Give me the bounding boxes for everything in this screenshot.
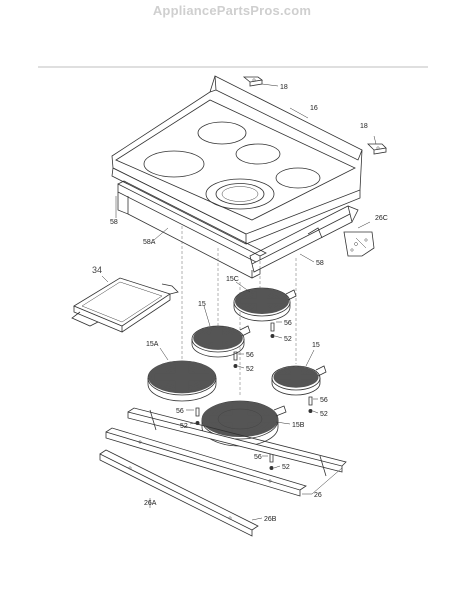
callout-16: 16 bbox=[310, 105, 318, 112]
callout-15-left: 15 bbox=[198, 301, 206, 308]
callout-52-left: 52 bbox=[180, 423, 188, 430]
element-15c bbox=[233, 288, 297, 322]
bracket-clip-right bbox=[367, 143, 387, 155]
rear-bracket-26c bbox=[343, 231, 375, 257]
callout-18-top: 18 bbox=[280, 84, 288, 91]
callout-26c: 26C bbox=[375, 215, 388, 222]
callout-52-right: 52 bbox=[320, 411, 328, 418]
callout-26: 26 bbox=[314, 492, 322, 499]
callout-56-right: 56 bbox=[320, 397, 328, 404]
element-15a bbox=[147, 361, 217, 402]
callout-15b: 15B bbox=[292, 422, 305, 429]
callout-34: 34 bbox=[92, 265, 102, 275]
callout-58a: 58A bbox=[143, 239, 156, 246]
cooktop-glass bbox=[111, 75, 363, 245]
callout-58-right: 58 bbox=[316, 260, 324, 267]
griddle bbox=[71, 277, 179, 333]
element-15-right bbox=[271, 366, 327, 396]
fasteners bbox=[195, 322, 313, 470]
callout-52-lower: 52 bbox=[282, 464, 290, 471]
callout-52-middle: 52 bbox=[246, 366, 254, 373]
callout-15-right: 15 bbox=[312, 342, 320, 349]
bracket-middle bbox=[105, 427, 307, 497]
callout-56-lower: 56 bbox=[254, 454, 262, 461]
callout-18-right: 18 bbox=[360, 123, 368, 130]
element-15-left bbox=[191, 326, 251, 358]
side-frame-rail bbox=[249, 205, 359, 273]
leader-lines bbox=[101, 83, 377, 521]
callout-26a: 26A bbox=[144, 500, 157, 507]
bracket-upper bbox=[127, 407, 347, 477]
site-header: AppliancePartsPros.com bbox=[152, 3, 312, 18]
bracket-clip-top bbox=[242, 76, 263, 87]
callout-56-left: 56 bbox=[176, 408, 184, 415]
bracket-lower bbox=[99, 449, 259, 537]
callout-56-upper: 56 bbox=[284, 320, 292, 327]
callout-26b: 26B bbox=[264, 516, 277, 523]
callout-52-upper: 52 bbox=[284, 336, 292, 343]
callout-56-middle: 56 bbox=[246, 352, 254, 359]
callout-15a: 15A bbox=[146, 341, 159, 348]
callout-15c: 15C bbox=[226, 276, 239, 283]
callout-58-left: 58 bbox=[110, 219, 118, 226]
